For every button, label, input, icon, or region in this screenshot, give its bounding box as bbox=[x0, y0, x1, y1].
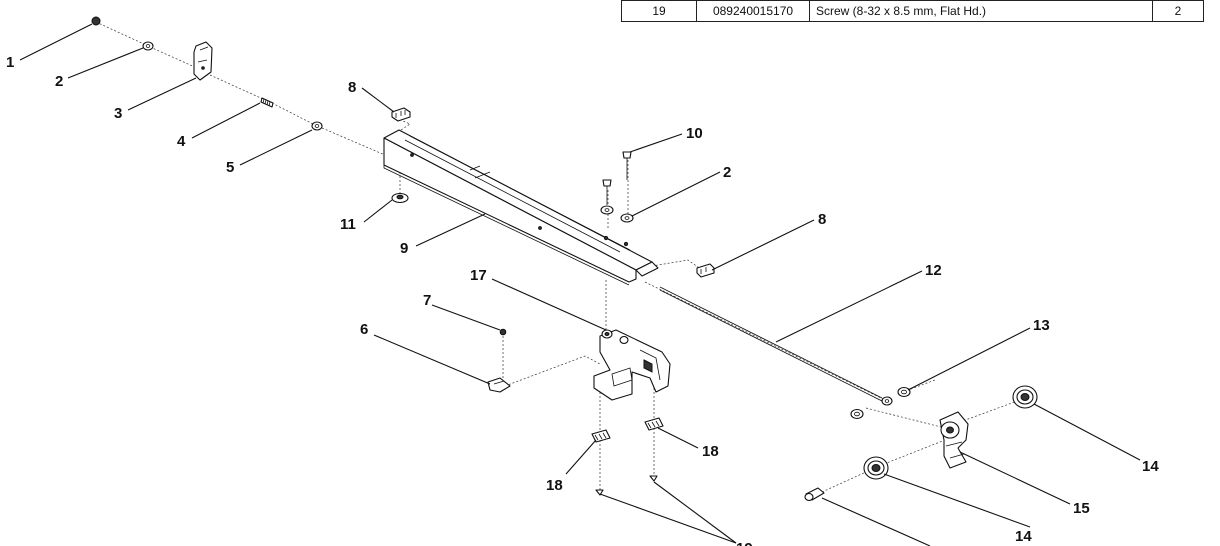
callout-12: 12 bbox=[925, 262, 942, 279]
part-8-clip-top bbox=[391, 107, 411, 122]
part-4-spring bbox=[260, 97, 274, 108]
part-9-rail bbox=[383, 129, 659, 286]
callout-11: 11 bbox=[340, 216, 356, 233]
part-7-screw bbox=[499, 328, 507, 336]
part-13-washer bbox=[850, 386, 911, 420]
callout-2-top: 2 bbox=[723, 164, 731, 181]
callout-5: 5 bbox=[226, 159, 234, 176]
callout-labels: 1 2 3 4 5 8 10 2 8 11 9 12 13 14 14 15 1… bbox=[6, 54, 1159, 546]
part-5-washer bbox=[311, 121, 323, 131]
quantity-cell: 2 bbox=[1152, 0, 1204, 22]
part-19-screws bbox=[595, 475, 658, 496]
callout-1: 1 bbox=[6, 54, 14, 71]
callout-18-right: 18 bbox=[702, 443, 719, 460]
callout-8-right: 8 bbox=[818, 211, 826, 228]
part-16-pin bbox=[804, 487, 825, 502]
callout-9: 9 bbox=[400, 240, 408, 257]
callout-13: 13 bbox=[1033, 317, 1050, 334]
leader-lines bbox=[19, 23, 1141, 546]
callout-14-right: 14 bbox=[1142, 458, 1159, 475]
part-10-screw bbox=[602, 151, 632, 205]
part-6-clip bbox=[487, 377, 511, 393]
callout-3: 3 bbox=[114, 105, 122, 122]
callout-7: 7 bbox=[423, 292, 431, 309]
callout-8-top: 8 bbox=[348, 79, 356, 96]
callout-15: 15 bbox=[1073, 500, 1090, 517]
part-8-clip-right bbox=[696, 263, 715, 278]
parts-table: 19 089240015170 Screw (8-32 x 8.5 mm, Fl… bbox=[621, 0, 1204, 22]
part-2-washer bbox=[142, 41, 154, 51]
description-cell: Screw (8-32 x 8.5 mm, Flat Hd.) bbox=[809, 0, 1153, 22]
part-14-bearing-left bbox=[863, 456, 889, 480]
callout-6: 6 bbox=[360, 321, 368, 338]
part-15-lever bbox=[939, 411, 969, 469]
callout-10: 10 bbox=[686, 125, 703, 142]
part-3-bracket bbox=[193, 41, 213, 81]
callout-4: 4 bbox=[177, 133, 186, 150]
part-14-bearing-right bbox=[1012, 385, 1038, 409]
part-11-foot bbox=[391, 192, 409, 204]
part-1-nut bbox=[91, 16, 101, 26]
part-12-rod bbox=[659, 286, 893, 406]
part-18-pad-left bbox=[591, 429, 611, 443]
assembly-centerlines bbox=[95, 21, 1021, 493]
part-18-pad-right bbox=[644, 417, 664, 431]
callout-17: 17 bbox=[470, 267, 487, 284]
callout-18-left: 18 bbox=[546, 477, 563, 494]
part-17-carriage bbox=[593, 329, 671, 401]
item-number-cell: 19 bbox=[621, 0, 697, 22]
callout-2: 2 bbox=[55, 73, 63, 90]
callout-14-left: 14 bbox=[1015, 528, 1032, 545]
table-row: 19 089240015170 Screw (8-32 x 8.5 mm, Fl… bbox=[621, 0, 1204, 22]
callout-19: 19 bbox=[736, 540, 753, 546]
part-2-washers-top bbox=[600, 205, 634, 223]
